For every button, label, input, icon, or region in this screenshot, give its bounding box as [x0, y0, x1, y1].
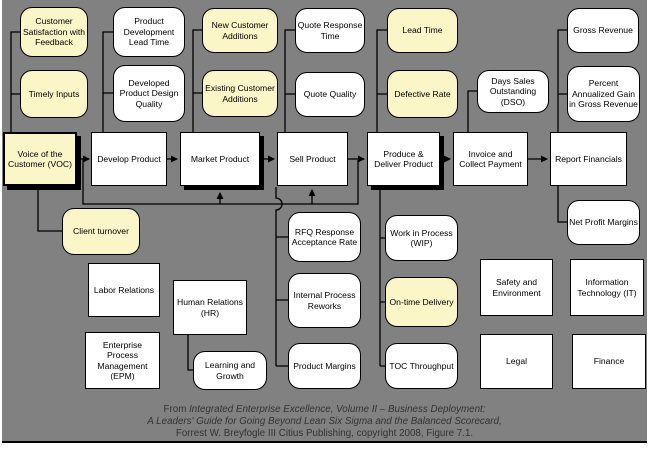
- defective-rate-metric: Defective Rate: [387, 70, 458, 118]
- rfq-response-acceptance-rate-metric-label: RFQ Response Acceptance Rate: [291, 226, 358, 247]
- lead-time-metric: Lead Time: [387, 8, 458, 53]
- report-net-profit-connector: [557, 186, 567, 223]
- internal-process-reworks-metric: Internal Process Reworks: [288, 273, 361, 328]
- existing-customer-additions-metric: Existing Customer Additions: [202, 70, 278, 117]
- figure-caption: From Integrated Enterprise Excellence, V…: [2, 404, 647, 440]
- developed-product-design-quality-metric-label: Developed Product Design Quality: [119, 77, 179, 109]
- human-relations-box: Human Relations (HR): [173, 280, 247, 335]
- safety-and-environment-box: Safety and Environment: [480, 259, 553, 316]
- internal-process-reworks-metric-label: Internal Process Reworks: [293, 290, 356, 311]
- voc-metrics-connector: [10, 31, 20, 132]
- net-profit-margins-metric: Net Profit Margins: [567, 200, 640, 245]
- days-sales-outstanding-metric-label: Days Sales Outstanding (DSO): [489, 75, 537, 107]
- invoice-collect-payment-box-label: Invoice and Collect Payment: [459, 148, 522, 169]
- caption-line-1-prefix: From: [163, 404, 190, 415]
- quote-response-time-metric: Quote Response Time: [295, 8, 365, 53]
- finance-box-label: Finance: [593, 356, 625, 367]
- client-turnover-metric: Client turnover: [62, 208, 140, 255]
- on-time-delivery-metric-label: On-time Delivery: [389, 296, 454, 307]
- legal-box: Legal: [480, 334, 553, 389]
- caption-line-2: A Leaders' Guide for Going Beyond Lean S…: [2, 416, 647, 428]
- gross-revenue-metric-label: Gross Revenue: [573, 25, 633, 36]
- percent-annualized-gain-metric: Percent Annualized Gain in Gross Revenue: [567, 66, 640, 122]
- market-metrics-connector: [192, 29, 202, 132]
- learning-and-growth-metric: Learning and Growth: [193, 351, 267, 390]
- product-margins-metric-label: Product Margins: [293, 360, 356, 371]
- customer-satisfaction-metric: Customer Satisfaction with Feedback: [20, 7, 88, 57]
- days-sales-outstanding-metric: Days Sales Outstanding (DSO): [477, 70, 549, 113]
- quote-quality-metric: Quote Quality: [295, 72, 365, 117]
- new-customer-additions-metric: New Customer Additions: [202, 8, 278, 53]
- lead-time-metric-label: Lead Time: [402, 25, 443, 36]
- rfq-response-acceptance-rate-metric: RFQ Response Acceptance Rate: [288, 212, 361, 262]
- information-technology-box-label: Information Technology (IT): [577, 277, 637, 298]
- safety-and-environment-box-label: Safety and Environment: [492, 277, 541, 298]
- sell-product-box-label: Sell Product: [289, 153, 336, 164]
- caption-line-1-title: Integrated Enterprise Excellence, Volume…: [189, 404, 486, 415]
- quote-quality-metric-label: Quote Quality: [303, 89, 357, 100]
- work-in-process-metric-label: Work in Process (WIP): [390, 227, 453, 248]
- develop-product-box: Develop Product: [91, 132, 167, 186]
- produce-deliver-product-box-label: Produce & Deliver Product: [374, 148, 433, 169]
- labor-relations-box-label: Labor Relations: [93, 284, 155, 295]
- gross-revenue-metric: Gross Revenue: [567, 8, 639, 53]
- information-technology-box: Information Technology (IT): [570, 259, 644, 316]
- toc-throughput-metric-label: TOC Throughput: [389, 360, 454, 371]
- produce-metrics-connector: [376, 29, 387, 132]
- sell-metrics-connector: [284, 29, 295, 132]
- market-product-box: Market Product: [180, 132, 260, 186]
- sell-product-box: Sell Product: [277, 132, 348, 186]
- timely-inputs-metric: Timely Inputs: [20, 70, 88, 118]
- hr-learning-growth-connector: [187, 335, 193, 371]
- produce-lower-metrics-connector: [379, 187, 385, 367]
- report-revenue-connector: [557, 29, 567, 132]
- voc-box-label: Voice of the Customer (VOC): [8, 148, 72, 169]
- percent-annualized-gain-metric-label: Percent Annualized Gain in Gross Revenue: [569, 78, 638, 110]
- product-development-lead-time-metric: Product Development Lead Time: [113, 7, 185, 57]
- labor-relations-box: Labor Relations: [88, 263, 160, 317]
- developed-product-design-quality-metric: Developed Product Design Quality: [113, 65, 185, 122]
- develop-product-box-label: Develop Product: [97, 153, 161, 164]
- enterprise-process-management-box-label: Enterprise Process Management (EPM): [97, 339, 148, 381]
- voc-client-turnover-connector: [37, 186, 62, 232]
- work-in-process-metric: Work in Process (WIP): [385, 215, 458, 261]
- new-customer-additions-metric-label: New Customer Additions: [211, 20, 269, 41]
- product-development-lead-time-metric-label: Product Development Lead Time: [123, 16, 175, 48]
- toc-throughput-metric: TOC Throughput: [385, 343, 458, 389]
- report-financials-box-label: Report Financials: [555, 153, 622, 164]
- invoice-dso-connector: [467, 90, 477, 132]
- learning-and-growth-metric-label: Learning and Growth: [204, 360, 256, 381]
- net-profit-margins-metric-label: Net Profit Margins: [569, 217, 638, 228]
- quote-response-time-metric-label: Quote Response Time: [297, 20, 363, 41]
- legal-box-label: Legal: [505, 356, 528, 367]
- report-financials-box: Report Financials: [550, 132, 627, 186]
- defective-rate-metric-label: Defective Rate: [394, 88, 451, 99]
- timely-inputs-metric-label: Timely Inputs: [28, 88, 80, 99]
- customer-satisfaction-metric-label: Customer Satisfaction with Feedback: [22, 16, 86, 48]
- invoice-collect-payment-box: Invoice and Collect Payment: [453, 132, 528, 186]
- human-relations-box-label: Human Relations (HR): [177, 297, 243, 318]
- caption-line-2-title: A Leaders' Guide for Going Beyond Lean S…: [147, 416, 502, 427]
- finance-box: Finance: [572, 334, 646, 389]
- market-product-box-label: Market Product: [190, 153, 250, 164]
- product-margins-metric: Product Margins: [288, 343, 361, 389]
- caption-line-3: Forrest W. Breyfogle III Citius Publishi…: [175, 428, 474, 439]
- enterprise-process-management-box: Enterprise Process Management (EPM): [85, 332, 160, 389]
- existing-customer-additions-metric-label: Existing Customer Additions: [205, 83, 275, 104]
- voc-box: Voice of the Customer (VOC): [3, 132, 77, 186]
- client-turnover-metric-label: Client turnover: [73, 226, 129, 237]
- develop-metrics-connector: [102, 31, 113, 132]
- produce-deliver-product-box: Produce & Deliver Product: [367, 132, 440, 186]
- on-time-delivery-metric: On-time Delivery: [385, 277, 458, 327]
- caption-line-1: From Integrated Enterprise Excellence, V…: [2, 404, 647, 416]
